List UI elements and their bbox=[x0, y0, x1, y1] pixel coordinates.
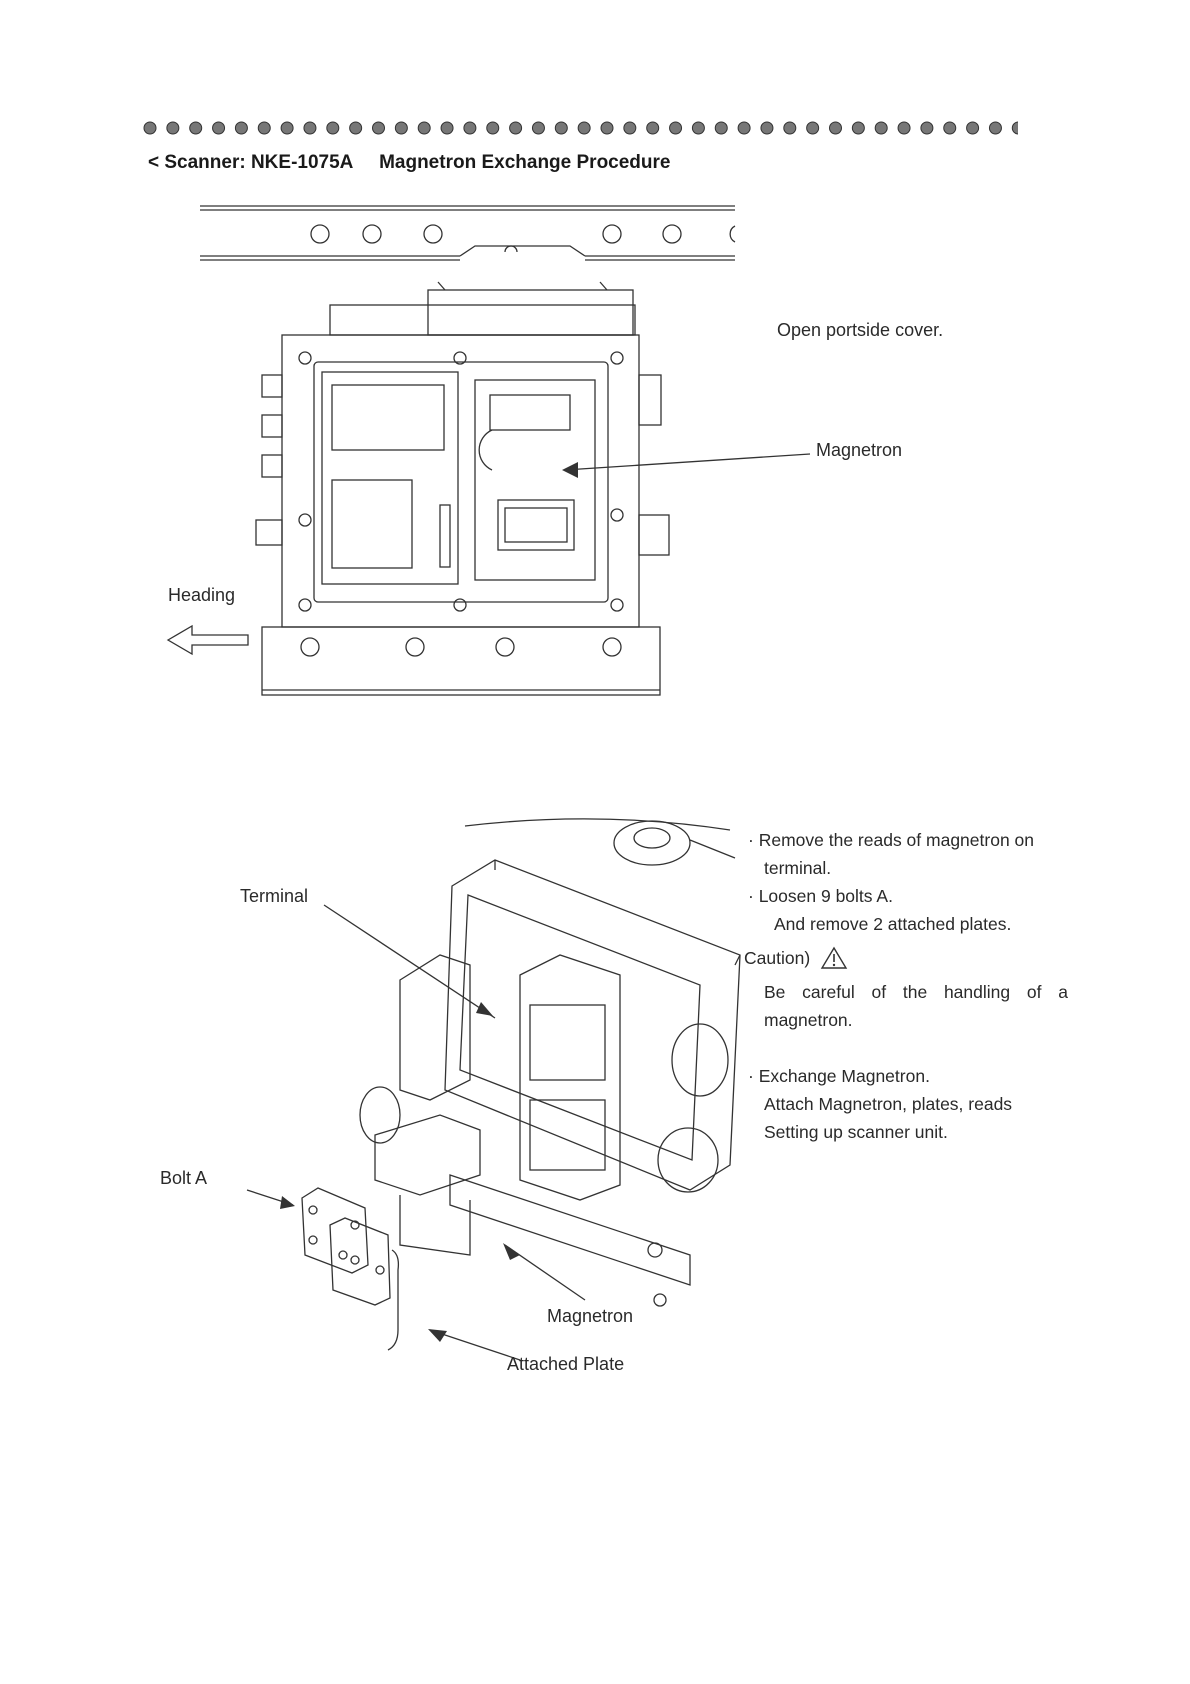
decorative-dot bbox=[189, 121, 203, 135]
decorative-dot bbox=[234, 121, 248, 135]
decorative-dot bbox=[943, 121, 957, 135]
note-step2-line1: Loosen 9 bolts A. bbox=[748, 882, 1068, 910]
decorative-dot bbox=[691, 121, 705, 135]
decorative-dot bbox=[646, 121, 660, 135]
note-step3-line2: Attach Magnetron, plates, reads bbox=[764, 1094, 1013, 1114]
label-terminal: Terminal bbox=[240, 886, 309, 906]
decorative-dot bbox=[554, 121, 568, 135]
arrow-left-icon bbox=[166, 624, 249, 656]
note-step3-line1: Exchange Magnetron. bbox=[748, 1062, 1068, 1090]
decorative-dot bbox=[966, 121, 980, 135]
label-bolt-a: Bolt A bbox=[160, 1168, 208, 1188]
decorative-dot bbox=[851, 121, 865, 135]
label-magnetron-iso: Magnetron bbox=[547, 1306, 634, 1326]
decorative-dot bbox=[806, 121, 820, 135]
decorative-dot bbox=[463, 121, 477, 135]
decorative-dot bbox=[212, 121, 226, 135]
note-caution-line1: Be careful of the handling of a bbox=[764, 982, 1068, 1002]
decorative-dot bbox=[783, 121, 797, 135]
decorative-dot bbox=[257, 121, 271, 135]
decorative-dot-row bbox=[143, 121, 1018, 135]
decorative-dot bbox=[600, 121, 614, 135]
decorative-dot bbox=[417, 121, 431, 135]
decorative-dot bbox=[280, 121, 294, 135]
scanner-top-view-drawing bbox=[200, 205, 811, 696]
note-step2-line2: And remove 2 attached plates. bbox=[774, 914, 1012, 934]
decorative-dot bbox=[874, 121, 888, 135]
label-attached-plate: Attached Plate bbox=[507, 1354, 625, 1374]
note-caution-line2: magnetron. bbox=[764, 1010, 853, 1030]
page-title: < Scanner: NKE-1075A Magnetron Exchange … bbox=[148, 152, 671, 173]
decorative-dot bbox=[486, 121, 500, 135]
decorative-dot bbox=[920, 121, 934, 135]
decorative-dot bbox=[372, 121, 385, 135]
decorative-dot bbox=[829, 121, 842, 135]
decorative-dot bbox=[577, 121, 591, 135]
note-step1-line1: Remove the reads of magnetron on bbox=[748, 826, 1068, 854]
note-step3-line3: Setting up scanner unit. bbox=[764, 1122, 948, 1142]
decorative-dot bbox=[303, 121, 317, 135]
decorative-dot bbox=[143, 121, 157, 135]
decorative-dot bbox=[326, 121, 340, 135]
decorative-dot bbox=[760, 121, 774, 135]
decorative-dot bbox=[509, 121, 523, 135]
decorative-dot bbox=[737, 121, 751, 135]
scanner-isometric-drawing bbox=[246, 818, 741, 1361]
label-heading: Heading bbox=[168, 585, 236, 605]
caution-label: Caution) bbox=[744, 948, 811, 968]
decorative-dot bbox=[623, 121, 637, 135]
decorative-dot bbox=[166, 121, 180, 135]
decorative-dot bbox=[531, 121, 545, 135]
label-magnetron-top: Magnetron bbox=[816, 440, 903, 460]
decorative-dot bbox=[988, 121, 1002, 135]
instruction-open-cover: Open portside cover. bbox=[777, 320, 944, 340]
note-step1-line2: terminal. bbox=[764, 858, 832, 878]
decorative-dot bbox=[349, 121, 363, 135]
decorative-dot bbox=[1011, 121, 1018, 135]
procedure-notes: Remove the reads of magnetron on termina… bbox=[744, 826, 1068, 1146]
decorative-dot bbox=[394, 121, 408, 135]
decorative-dot bbox=[440, 121, 454, 135]
warning-triangle-icon bbox=[820, 946, 848, 969]
decorative-dot bbox=[714, 121, 728, 135]
decorative-dot bbox=[897, 121, 911, 135]
caution-row: Caution) bbox=[744, 944, 1068, 972]
decorative-dot bbox=[669, 121, 683, 135]
